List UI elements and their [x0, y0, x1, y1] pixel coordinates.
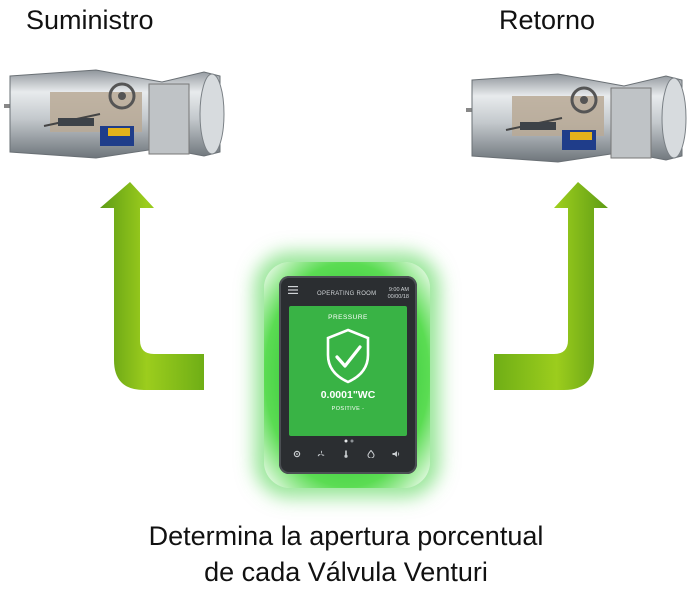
- clock-time: 9:00 AM: [388, 287, 409, 293]
- clock: 9:00 AM 00/00/18: [388, 287, 409, 301]
- temperature-icon[interactable]: [338, 450, 354, 468]
- controller-nav: [287, 450, 409, 470]
- fan-icon[interactable]: [313, 450, 329, 468]
- clock-date: 00/00/18: [387, 294, 409, 300]
- pressure-label: PRESSURE: [328, 314, 368, 321]
- pressure-status: POSITIVE -: [331, 406, 365, 412]
- page-indicator: [344, 439, 354, 443]
- controller-header: OPERATING ROOM 9:00 AM 00/00/18: [279, 276, 417, 306]
- return-label: Retorno: [499, 5, 596, 35]
- return-arrow: [494, 182, 608, 390]
- caption: Determina la apertura porcentual de cada…: [0, 518, 692, 590]
- sound-icon[interactable]: [388, 450, 404, 468]
- shield-check-icon: [326, 328, 370, 384]
- supply-label: Suministro: [26, 5, 154, 35]
- menu-icon[interactable]: [288, 286, 298, 294]
- pressure-controller: OPERATING ROOM 9:00 AM 00/00/18 PRESSURE…: [279, 276, 417, 474]
- pressure-value: 0.0001"WC: [320, 389, 376, 401]
- status-screen: PRESSURE 0.0001"WC POSITIVE -: [289, 306, 407, 436]
- settings-icon[interactable]: [289, 450, 305, 468]
- room-name: OPERATING ROOM: [317, 291, 377, 297]
- caption-line-2: de cada Válvula Venturi: [204, 557, 488, 587]
- supply-arrow: [100, 182, 204, 390]
- return-venturi-valve: [466, 73, 687, 163]
- caption-line-1: Determina la apertura porcentual: [148, 521, 544, 551]
- humidity-icon[interactable]: [363, 450, 379, 468]
- supply-venturi-valve: [4, 69, 225, 159]
